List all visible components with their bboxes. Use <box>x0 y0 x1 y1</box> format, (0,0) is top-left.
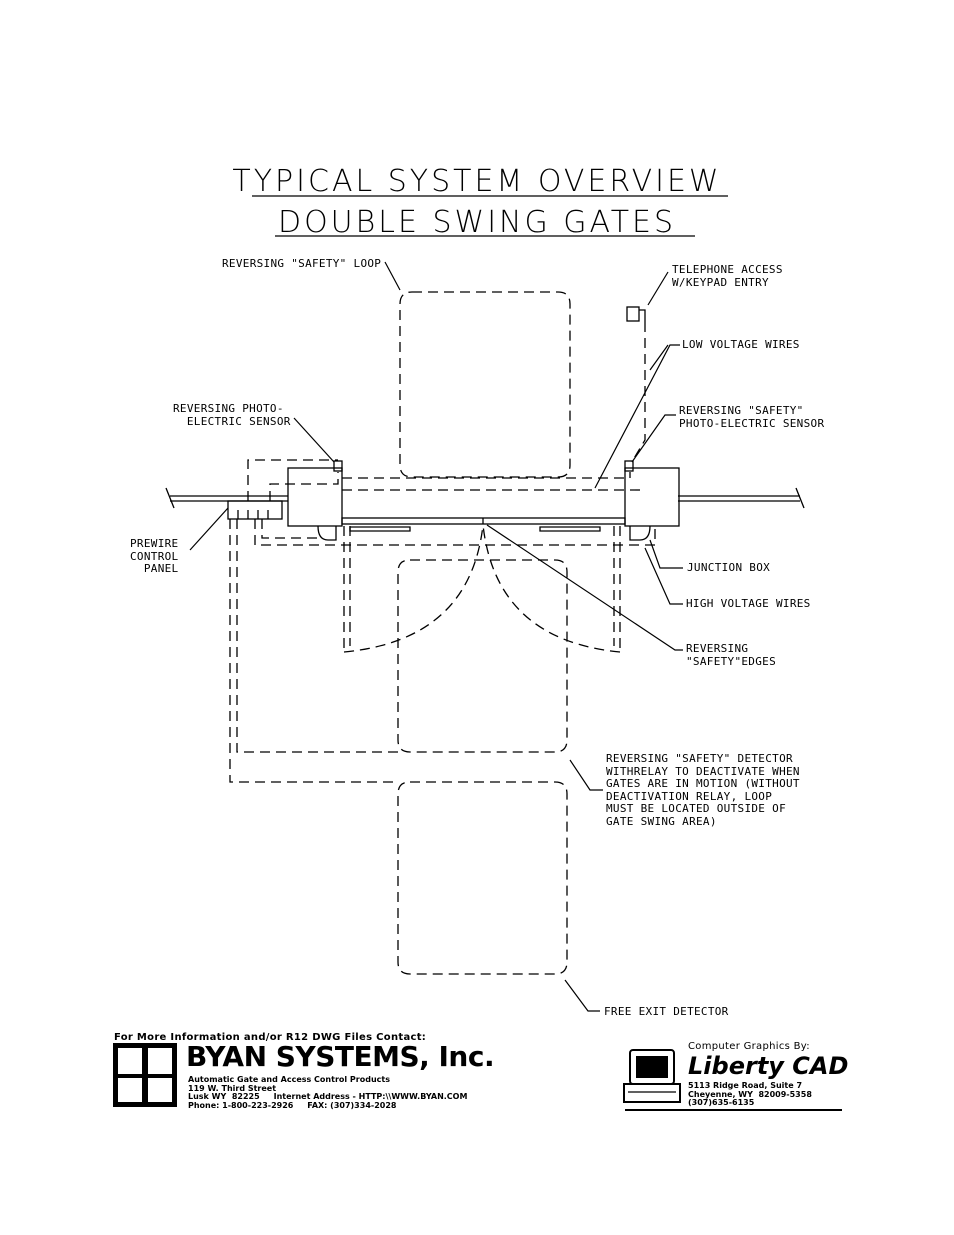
wire-panel-left-sensor <box>247 459 338 501</box>
right-gate-post <box>624 467 680 527</box>
telephone-keypad <box>626 306 640 322</box>
leader-edges <box>486 524 683 651</box>
leader-loop <box>384 261 401 291</box>
leader-prewire <box>189 507 229 551</box>
upper-safety-loop <box>399 291 571 478</box>
leader-low-voltage-2 <box>649 344 669 371</box>
cad-address: 5113 Ridge Road, Suite 7 Cheyenne, WY 82… <box>688 1081 812 1107</box>
cad-name: Liberty CAD <box>688 1052 849 1080</box>
label-free-exit: FREE EXIT DETECTOR <box>604 1005 729 1018</box>
left-gate-swing-arc <box>343 524 484 653</box>
label-prewire-panel: PREWIRE CONTROL PANEL <box>130 537 179 575</box>
label-junction-box: JUNCTION BOX <box>687 561 771 574</box>
right-photo-sensor <box>624 460 634 472</box>
title-line-2: DOUBLE SWING GATES <box>277 205 677 240</box>
label-detector: REVERSING "SAFETY" DETECTOR WITHRELAY TO… <box>606 752 800 828</box>
company-name: BYAN SYSTEMS, Inc. <box>186 1040 495 1073</box>
left-operator <box>349 526 411 532</box>
leader-detector <box>569 759 603 791</box>
right-junction-box <box>629 525 651 541</box>
wire-detector-loop <box>236 519 398 753</box>
computer-icon <box>623 1049 681 1103</box>
right-operator <box>539 526 601 532</box>
prewire-control-panel <box>227 500 283 520</box>
label-photo-left: REVERSING PHOTO- ELECTRIC SENSOR <box>173 402 291 428</box>
left-photo-sensor <box>333 460 343 472</box>
leader-high-voltage <box>644 547 683 605</box>
leader-telephone <box>647 271 669 306</box>
leader-free-exit <box>564 979 600 1012</box>
wire-free-exit-loop <box>229 519 398 783</box>
label-reversing-loop: REVERSING "SAFETY" LOOP <box>222 257 382 270</box>
contact-line: For More Information and/or R12 DWG File… <box>114 1032 427 1043</box>
graphics-by: Computer Graphics By: <box>688 1041 810 1052</box>
label-safety-edges: REVERSING "SAFETY"EDGES <box>686 642 776 668</box>
label-photo-right: REVERSING "SAFETY" PHOTO-ELECTRIC SENSOR <box>679 404 825 430</box>
leader-photo-right <box>631 414 676 463</box>
left-junction-box <box>317 525 337 541</box>
label-telephone-access: TELEPHONE ACCESS W/KEYPAD ENTRY <box>672 263 783 289</box>
right-gate-swing-arc <box>482 524 621 653</box>
free-exit-loop <box>397 781 568 975</box>
leader-photo-left <box>293 417 335 463</box>
title-line-1: TYPICAL SYSTEM OVERVIEW <box>232 164 722 199</box>
wire-telephone <box>632 322 646 461</box>
label-low-voltage: LOW VOLTAGE WIRES <box>682 338 800 351</box>
label-high-voltage: HIGH VOLTAGE WIRES <box>686 597 811 610</box>
detector-loop <box>397 559 568 753</box>
leader-low-voltage-1 <box>594 344 680 489</box>
left-gate-post <box>287 467 343 527</box>
wire-high-voltage <box>254 519 656 546</box>
company-details: Automatic Gate and Access Control Produc… <box>188 1075 468 1110</box>
leader-junction <box>649 539 683 569</box>
